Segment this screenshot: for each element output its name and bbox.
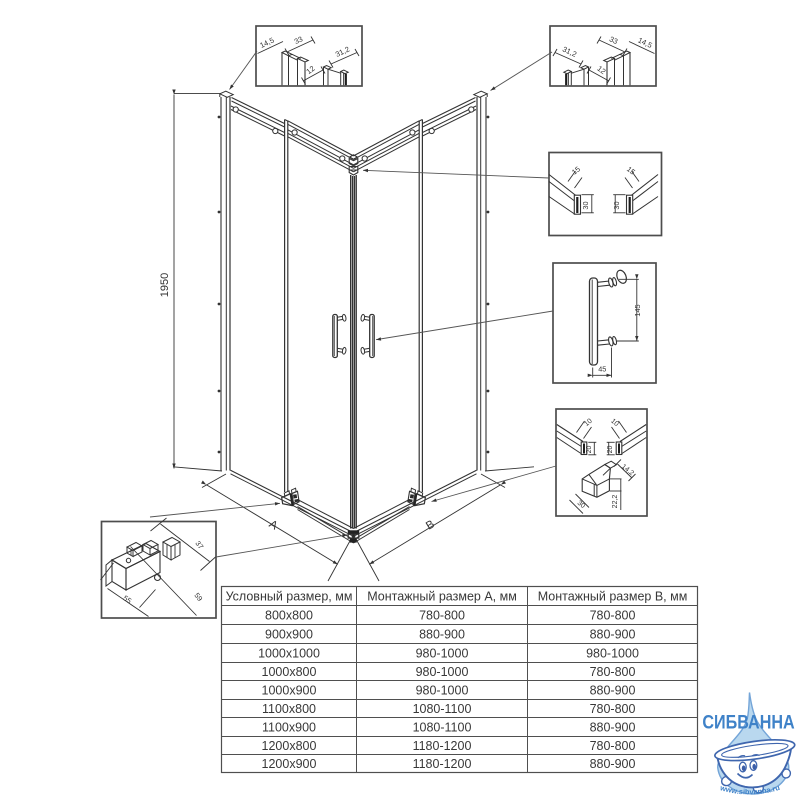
svg-text:880-900: 880-900 xyxy=(590,683,636,697)
svg-text:33: 33 xyxy=(608,34,619,46)
svg-text:15: 15 xyxy=(570,164,582,176)
svg-text:20: 20 xyxy=(586,446,593,454)
svg-text:1200х800: 1200х800 xyxy=(262,739,317,753)
svg-text:880-900: 880-900 xyxy=(590,720,636,734)
svg-text:30: 30 xyxy=(576,500,587,510)
svg-text:880-900: 880-900 xyxy=(590,757,636,771)
svg-text:1080-1100: 1080-1100 xyxy=(413,720,472,734)
svg-text:880-900: 880-900 xyxy=(419,627,465,641)
svg-text:980-1000: 980-1000 xyxy=(586,646,639,660)
svg-text:45: 45 xyxy=(598,365,606,374)
svg-text:980-1000: 980-1000 xyxy=(416,683,469,697)
svg-text:1100х900: 1100х900 xyxy=(262,720,316,734)
svg-text:1180-1200: 1180-1200 xyxy=(413,757,472,771)
svg-text:1000х900: 1000х900 xyxy=(262,683,317,697)
svg-text:145: 145 xyxy=(633,304,642,316)
svg-text:www.sibvanna.ru: www.sibvanna.ru xyxy=(718,783,781,797)
svg-text:30: 30 xyxy=(581,201,590,209)
svg-text:1080-1100: 1080-1100 xyxy=(413,702,472,716)
svg-text:22,2: 22,2 xyxy=(612,495,619,509)
svg-text:780-800: 780-800 xyxy=(590,608,636,622)
svg-text:1180-1200: 1180-1200 xyxy=(413,739,472,753)
svg-text:10: 10 xyxy=(609,418,620,428)
svg-text:Монтажный размер А, мм: Монтажный размер А, мм xyxy=(367,590,517,604)
svg-text:780-800: 780-800 xyxy=(590,702,636,716)
svg-text:10: 10 xyxy=(583,418,594,428)
svg-text:1100х800: 1100х800 xyxy=(262,702,316,716)
svg-text:880-900: 880-900 xyxy=(590,627,636,641)
svg-text:800х800: 800х800 xyxy=(265,608,313,622)
svg-text:СИБВАННА: СИБВАННА xyxy=(702,711,795,733)
svg-text:1950: 1950 xyxy=(159,273,171,297)
svg-text:55: 55 xyxy=(122,593,134,605)
svg-text:33: 33 xyxy=(293,34,304,46)
svg-text:37: 37 xyxy=(193,539,205,551)
svg-text:Условный размер, мм: Условный размер, мм xyxy=(226,590,353,604)
svg-text:1000х800: 1000х800 xyxy=(262,665,317,679)
svg-text:780-800: 780-800 xyxy=(419,608,465,622)
svg-text:780-800: 780-800 xyxy=(590,665,636,679)
svg-text:15: 15 xyxy=(625,164,637,176)
svg-text:Монтажный размер В, мм: Монтажный размер В, мм xyxy=(538,590,688,604)
svg-text:30: 30 xyxy=(612,201,621,209)
svg-text:1200х900: 1200х900 xyxy=(262,757,317,771)
svg-text:980-1000: 980-1000 xyxy=(416,646,469,660)
svg-text:900х900: 900х900 xyxy=(265,627,313,641)
svg-text:59: 59 xyxy=(192,591,204,603)
svg-text:20: 20 xyxy=(607,446,614,454)
svg-text:780-800: 780-800 xyxy=(590,739,636,753)
svg-text:980-1000: 980-1000 xyxy=(416,665,469,679)
svg-text:1000х1000: 1000х1000 xyxy=(258,646,320,660)
